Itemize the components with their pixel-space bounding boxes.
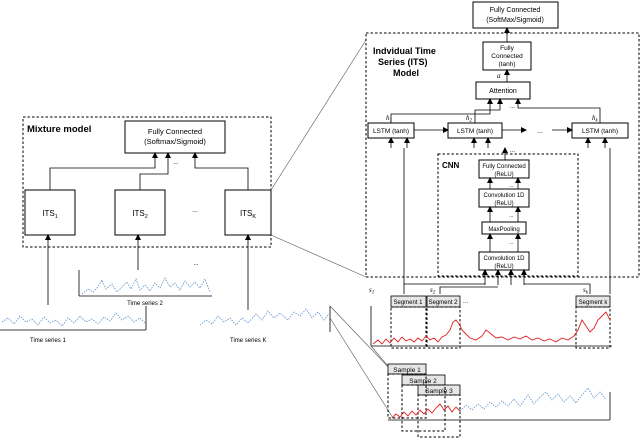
mixture-fc-dots: ...: [173, 160, 178, 166]
mixture-fc-label: Fully Connected: [148, 127, 202, 136]
its-model-frame: [365, 32, 640, 278]
series-dots: ...: [193, 261, 198, 267]
its-fc-label-2: Connected: [491, 53, 523, 60]
s1-label: s1: [369, 286, 374, 296]
its-fc-label-3: (tanh): [499, 61, 516, 68]
time-series-1-plot: [0, 306, 147, 331]
cnn-dots-4: ...: [509, 240, 514, 246]
segment-k-label: Segment k: [579, 300, 609, 306]
h1-label: h1: [386, 114, 392, 124]
segment-2-label: Segment 2: [428, 300, 458, 306]
s2-label: s2: [430, 286, 436, 296]
sample-1-label: Sample 1: [393, 367, 421, 374]
mixture-model-frame: [22, 116, 272, 248]
top-fc-box: [472, 1, 559, 29]
segment-1-box: [390, 295, 427, 308]
time-series-k-label: Time series K: [230, 338, 266, 344]
cnn-dots-3: ...: [509, 213, 514, 219]
lstm-2-label: LSTM (tanh): [457, 128, 493, 135]
cnn-conv1-label: Convolution 1D: [483, 256, 525, 262]
hk-label: hk: [592, 114, 599, 124]
its-between-dots: ...: [192, 207, 198, 214]
cnn-fc-box: [478, 159, 530, 179]
lstm-connections: [388, 98, 608, 148]
its-model-title-2: Series (ITS): [378, 57, 428, 67]
lstm-k-label: LSTM (tanh): [582, 128, 618, 135]
segment-2-box: [426, 295, 461, 308]
sample-signal-red: [372, 311, 611, 345]
time-series-k-plot: [199, 306, 331, 332]
its-model-title-1: Indvidual Time: [373, 46, 436, 56]
segment-dots: ...: [463, 299, 468, 305]
cnn-conv1-activation: (ReLU): [494, 264, 513, 270]
lstm-1-label: LSTM (tanh): [373, 128, 409, 135]
cnn-fc-activation: (ReLU): [494, 172, 513, 178]
its-1-box: [24, 189, 76, 236]
mixture-model-title: Mixture model: [27, 124, 91, 135]
cnn-maxpool-box: [481, 221, 527, 235]
sample-2-label: Sample 2: [409, 378, 437, 385]
cnn-dots-2: ...: [509, 183, 514, 189]
cnn-conv2-label: Convolution 1D: [483, 193, 525, 199]
segment-1-label: Segment 1: [393, 300, 423, 306]
sample-3-label: Sample 3: [425, 388, 453, 395]
its-fc-label-1: Fully: [500, 45, 514, 52]
its-2-label: ITS2: [132, 209, 148, 220]
its-1-label: ITS1: [42, 209, 58, 220]
cnn-maxpool-label: MaxPooling: [488, 227, 519, 233]
h2-label: h2: [466, 114, 473, 124]
its-model-title-3: Model: [393, 68, 419, 78]
segment-k-box: [575, 295, 611, 308]
its-k-box: [224, 189, 272, 236]
sk-label: sk: [583, 286, 589, 296]
its-2-box: [114, 189, 166, 236]
time-series-2-plot: [78, 270, 212, 297]
lstm-dots: ...: [537, 128, 543, 135]
segment-windows: [370, 306, 612, 349]
top-fc-activation: (SoftMax/Sigmoid): [486, 17, 544, 24]
top-fc-label: Fully Connected: [490, 7, 541, 14]
cnn-conv1-box: [478, 251, 530, 271]
zoom-line-series-k-bottom: [329, 317, 394, 419]
sample-window-signal-blue: [459, 387, 607, 412]
cnn-title: CNN: [442, 161, 460, 170]
time-series-2-label: Time series 2: [127, 301, 163, 307]
cnn-fc-label: Fully Connected: [482, 164, 525, 170]
mixture-connections: [45, 39, 367, 310]
attention-label: Attention: [489, 88, 517, 95]
time-series-1-label: Time series 1: [30, 338, 66, 344]
mixture-fc-activation: (Softmax/Sigmoid): [144, 137, 206, 146]
attention-dots: ...: [510, 104, 515, 110]
cnn-conv2-box: [478, 188, 530, 208]
cnn-connections: [403, 148, 611, 294]
cnn-dots-top: ...: [510, 148, 515, 154]
cnn-frame: [437, 153, 579, 277]
sample-windows: [387, 373, 611, 438]
its-k-label: ITSK: [240, 209, 256, 220]
sample-window-signal-red: [391, 403, 461, 419]
mixture-fc-box: [124, 120, 226, 154]
attention-box: [475, 81, 531, 100]
attention-output-a: a: [497, 72, 501, 80]
cnn-conv2-activation: (ReLU): [494, 201, 513, 207]
zoom-line-series-k-top: [329, 305, 394, 373]
